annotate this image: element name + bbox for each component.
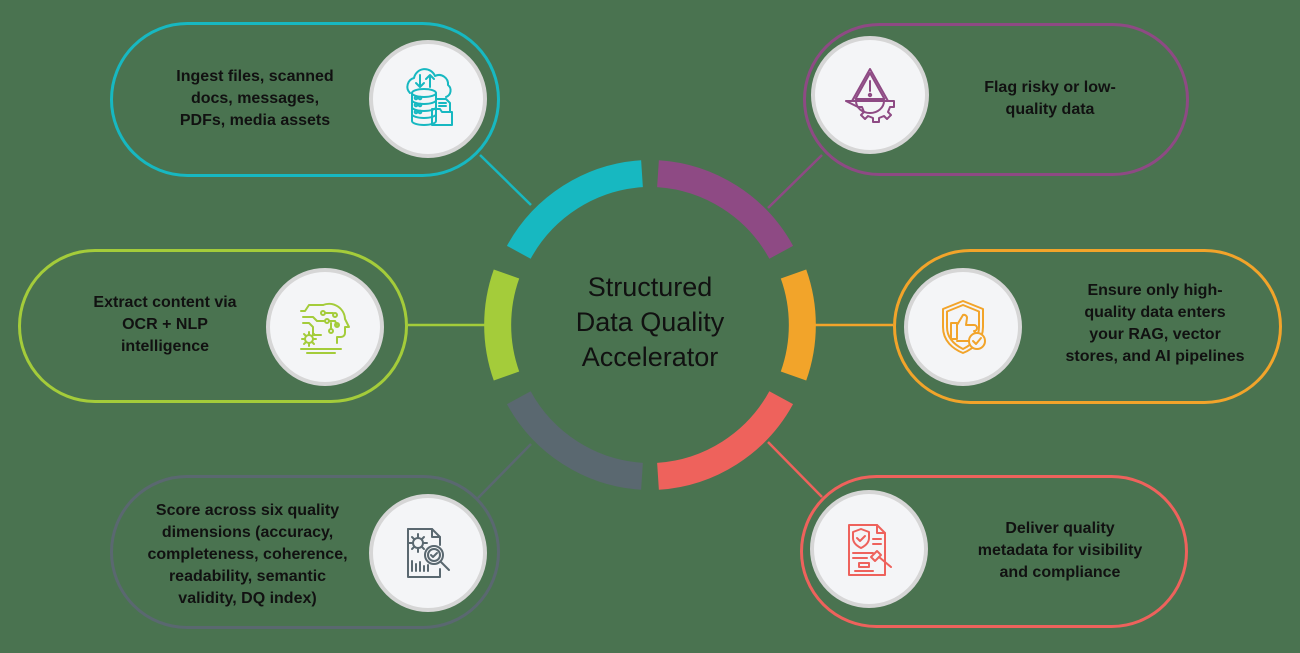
node-score <box>110 475 500 629</box>
node-deliver-text: Deliver quality metadata for visibility … <box>960 518 1160 584</box>
node-text-line: PDFs, media assets <box>179 112 331 129</box>
node-extract <box>18 249 408 403</box>
node-flag-text: Flag risky or low- quality data <box>950 77 1150 121</box>
node-deliver <box>800 475 1188 628</box>
node-text-line: Score across six quality <box>155 502 340 519</box>
warning-gear-icon <box>845 68 895 123</box>
node-ingest-text: Ingest files, scanned docs, messages, PD… <box>150 66 360 132</box>
ring-arc-coral <box>656 390 794 490</box>
compliance-document-icon <box>848 524 892 576</box>
ring-arc-purple <box>656 160 794 260</box>
node-text-line: dimensions (accuracy, <box>161 524 334 541</box>
node-text-line: Ensure only high- <box>1087 282 1223 299</box>
center-title-line: Accelerator <box>581 342 719 372</box>
node-text-line: quality data <box>1005 101 1095 118</box>
node-text-line: Ingest files, scanned <box>176 68 334 85</box>
node-text-line: readability, semantic <box>168 568 327 585</box>
node-extract-icon-circle <box>266 268 384 386</box>
node-flag-icon-circle <box>811 36 929 154</box>
node-text-line: and compliance <box>999 564 1121 581</box>
node-text-line: OCR + NLP <box>122 316 208 333</box>
node-text-line: stores, and AI pipelines <box>1065 348 1245 365</box>
node-ensure-text: Ensure only high- quality data enters yo… <box>1040 280 1270 368</box>
node-text-line: Deliver quality <box>1005 520 1115 537</box>
node-text-line: validity, DQ index) <box>178 590 317 607</box>
connector-flag <box>767 154 823 209</box>
node-flag <box>803 23 1189 176</box>
ring-arc-teal <box>506 160 644 260</box>
ring-arc-orange <box>780 269 816 381</box>
center-title-line: Structured <box>587 272 713 302</box>
node-text-line: intelligence <box>120 338 210 355</box>
center-title: Structured Data Quality Accelerator <box>520 270 780 375</box>
ai-head-icon <box>300 302 350 354</box>
node-text-line: Extract content via <box>93 294 237 311</box>
node-text-line: metadata for visibility <box>977 542 1143 559</box>
ring-arc-lime <box>484 269 520 381</box>
report-magnifier-icon <box>407 528 450 578</box>
node-ingest-icon-circle <box>369 40 487 158</box>
node-extract-text: Extract content via OCR + NLP intelligen… <box>70 292 260 358</box>
node-score-icon-circle <box>369 494 487 612</box>
cloud-database-icon <box>406 68 453 126</box>
node-text-line: quality data enters <box>1084 304 1226 321</box>
node-text-line: your RAG, vector <box>1089 326 1221 343</box>
node-ensure <box>893 249 1282 404</box>
node-text-line: completeness, coherence, <box>147 546 348 563</box>
node-text-line: Flag risky or low- <box>984 79 1116 96</box>
node-deliver-icon-circle <box>810 490 928 608</box>
ring-arc-gray <box>506 390 644 490</box>
node-ensure-icon-circle <box>904 268 1022 386</box>
connector-score <box>477 443 532 499</box>
connector-deliver <box>767 441 823 498</box>
shield-thumbs-up-icon <box>942 300 986 354</box>
center-title-line: Data Quality <box>575 307 725 337</box>
node-text-line: docs, messages, <box>190 90 320 107</box>
node-score-text: Score across six quality dimensions (acc… <box>130 500 365 610</box>
connector-ingest <box>479 154 532 206</box>
node-ingest <box>110 22 500 177</box>
